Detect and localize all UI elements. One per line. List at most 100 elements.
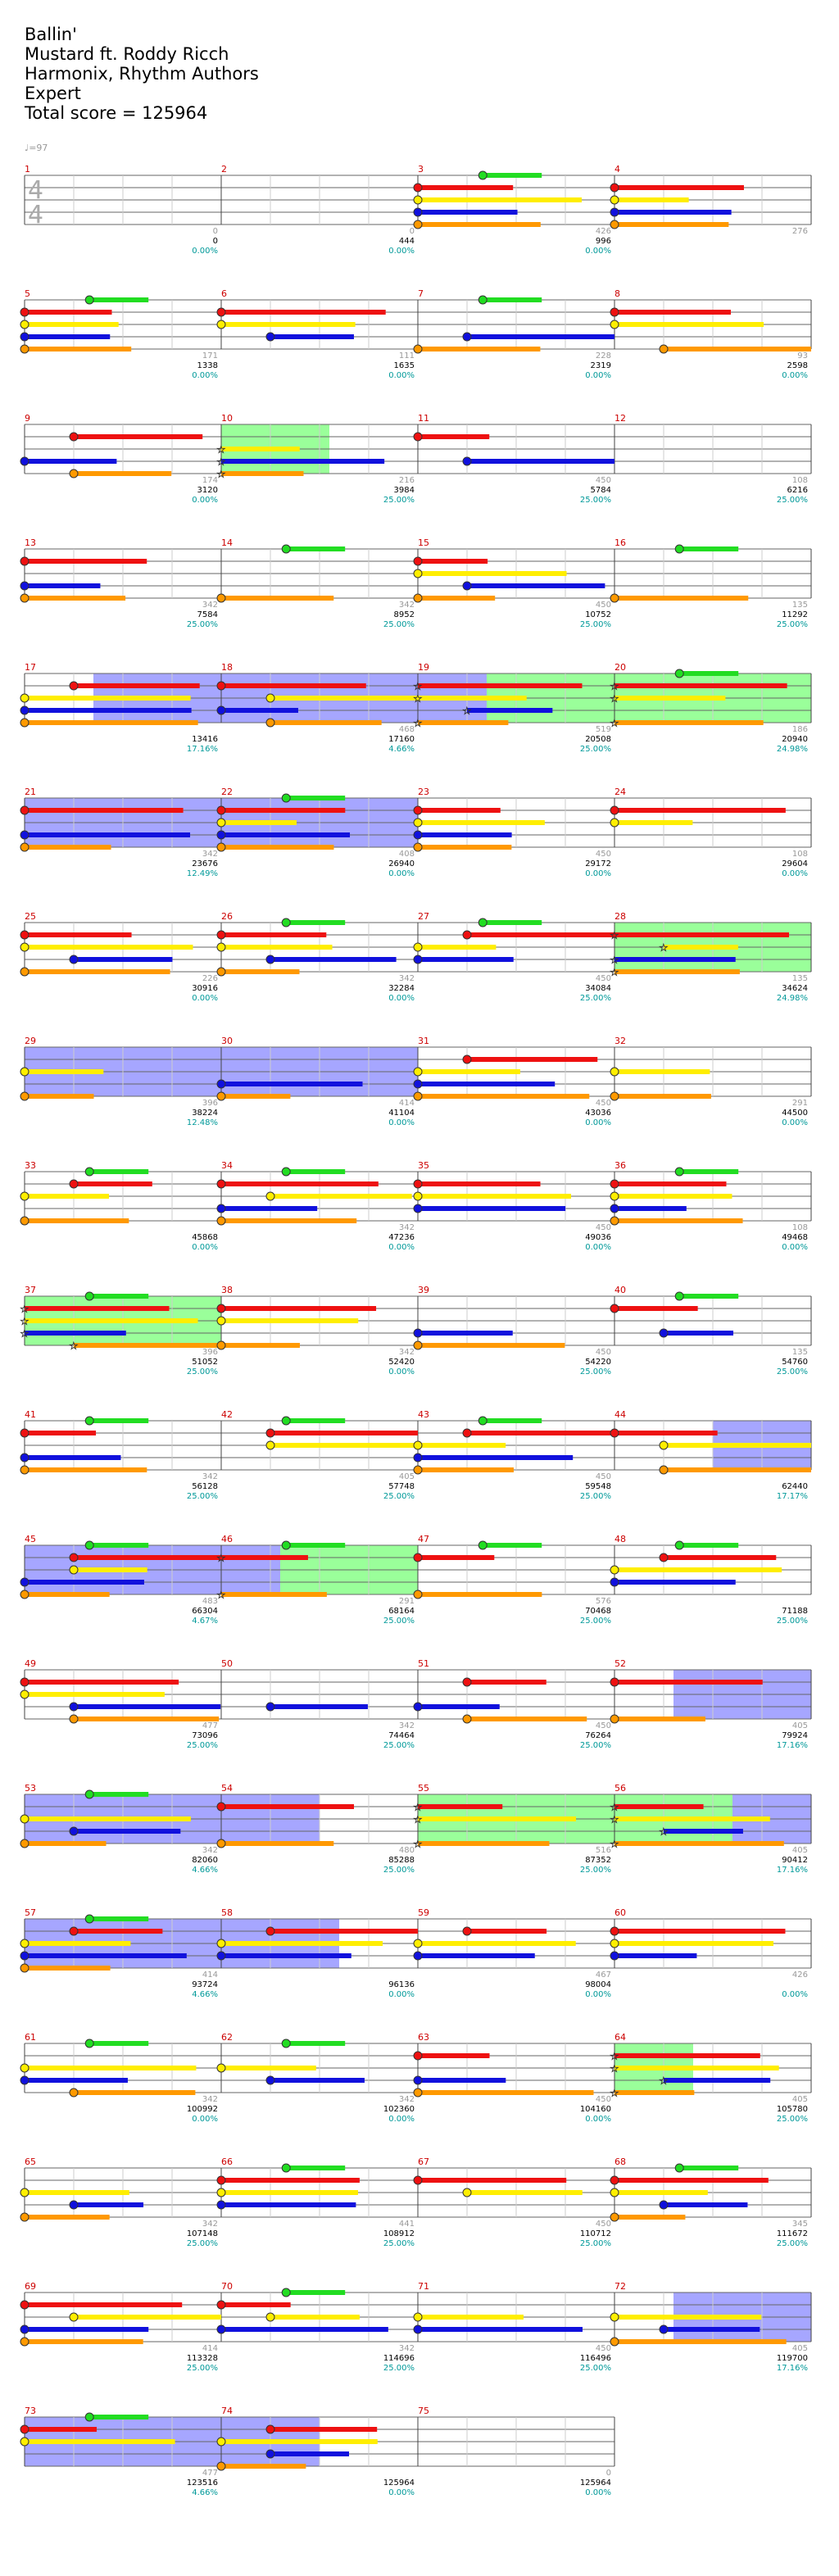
streak-value: 450 [596, 1223, 611, 1232]
star-note-orange: ☆ [413, 1839, 423, 1851]
overdrive-percent: 17.16% [777, 1866, 808, 1875]
star-note-yellow: ☆ [610, 1814, 619, 1826]
streak-value: 450 [596, 850, 611, 859]
note-red [659, 1553, 669, 1562]
note-green [84, 1789, 94, 1799]
overdrive-percent: 17.16% [777, 1741, 808, 1750]
overdrive-percent: 4.66% [192, 1990, 218, 1999]
cumulative-score: 44500 [782, 1109, 808, 1118]
cumulative-score: 49468 [782, 1233, 808, 1242]
measure-number: 48 [615, 1534, 626, 1544]
note-yellow [216, 1939, 226, 1948]
streak-value: 441 [399, 2220, 415, 2229]
note-blue [69, 1826, 79, 1836]
note-red [610, 2175, 619, 2185]
measure-number: 17 [25, 662, 36, 673]
cumulative-score: 104160 [580, 2105, 611, 2114]
cumulative-score: 52420 [388, 1358, 415, 1367]
note-red [610, 1428, 619, 1438]
streak-value: 342 [202, 1472, 218, 1481]
overdrive-percent: 25.00% [383, 1741, 415, 1750]
note-orange [462, 1714, 472, 1724]
measure-number: 33 [25, 1160, 36, 1171]
star-note-red: ☆ [610, 1802, 619, 1814]
measure-number: 61 [25, 2032, 36, 2043]
difficulty: Expert [25, 84, 81, 103]
measure-number: 30 [221, 1036, 233, 1046]
note-blue [462, 332, 472, 342]
note-blue [462, 456, 472, 466]
note-yellow [413, 1191, 423, 1201]
note-yellow [216, 818, 226, 828]
streak-value: 0 [410, 227, 415, 236]
measure-number: 51 [418, 1658, 429, 1669]
note-blue [265, 955, 275, 964]
overdrive-percent: 0.00% [585, 247, 611, 256]
overdrive-percent: 0.00% [585, 1118, 611, 1127]
overdrive-percent: 25.00% [580, 2364, 611, 2373]
note-yellow [610, 2312, 619, 2322]
note-blue [610, 1577, 619, 1587]
overdrive-percent: 25.00% [187, 1492, 218, 1501]
tempo-marking: ♩=97 [25, 143, 48, 153]
cumulative-score: 41104 [388, 1109, 415, 1118]
note-orange [20, 1465, 29, 1475]
overdrive-percent: 0.00% [585, 1990, 611, 1999]
measure-number: 23 [418, 787, 429, 797]
overdrive-percent: 25.00% [383, 1492, 415, 1501]
note-blue [413, 955, 423, 964]
streak-value: 135 [792, 1348, 808, 1357]
note-orange [413, 593, 423, 603]
time-signature-top: 4 [28, 176, 43, 205]
cumulative-score: 108912 [383, 2229, 415, 2238]
note-blue [20, 705, 29, 715]
overdrive-percent: 0.00% [192, 496, 218, 505]
streak-value: 226 [202, 974, 218, 983]
note-green [674, 669, 684, 678]
overdrive-percent: 25.00% [777, 620, 808, 629]
note-orange [413, 220, 423, 229]
note-orange [413, 1465, 423, 1475]
cumulative-score: 85288 [388, 1856, 415, 1865]
cumulative-score: 74464 [388, 1731, 415, 1740]
measure-number: 15 [418, 537, 429, 548]
cumulative-score: 54220 [585, 1358, 611, 1367]
measure-number: 75 [418, 2406, 429, 2416]
cumulative-score: 47236 [388, 1233, 415, 1242]
overdrive-percent: 25.00% [580, 1617, 611, 1626]
cumulative-score: 3984 [394, 486, 415, 495]
note-yellow [610, 1191, 619, 1201]
note-red [610, 805, 619, 815]
streak-value: 342 [202, 850, 218, 859]
streak-value: 467 [596, 1971, 611, 1980]
streak-value: 0 [213, 227, 218, 236]
note-red [216, 1802, 226, 1812]
cumulative-score: 51052 [192, 1358, 218, 1367]
note-red [610, 1677, 619, 1687]
note-blue [20, 2324, 29, 2334]
note-orange [20, 842, 29, 852]
streak-value: 276 [792, 227, 808, 236]
note-red [20, 556, 29, 566]
note-yellow [610, 1067, 619, 1077]
measure-number: 64 [615, 2032, 626, 2043]
measure-number: 7 [418, 288, 424, 299]
overdrive-percent: 25.00% [580, 2239, 611, 2248]
streak-value: 450 [596, 1721, 611, 1730]
measure-number: 25 [25, 911, 36, 922]
overdrive-percent: 25.00% [383, 2364, 415, 2373]
overdrive-percent: 25.00% [580, 496, 611, 505]
overdrive-percent: 25.00% [187, 1367, 218, 1376]
measure-number: 50 [221, 1658, 233, 1669]
note-orange [610, 2337, 619, 2347]
measure-number: 59 [418, 1907, 429, 1918]
cumulative-score: 1338 [197, 361, 218, 370]
star-note-yellow: ☆ [610, 2063, 619, 2075]
measure-number: 19 [418, 662, 429, 673]
streak-value: 111 [399, 351, 415, 361]
note-green [281, 793, 291, 803]
star-note-yellow: ☆ [610, 693, 619, 705]
measure-number: 36 [615, 1160, 626, 1171]
note-blue [69, 955, 79, 964]
measure-number: 8 [615, 288, 620, 299]
